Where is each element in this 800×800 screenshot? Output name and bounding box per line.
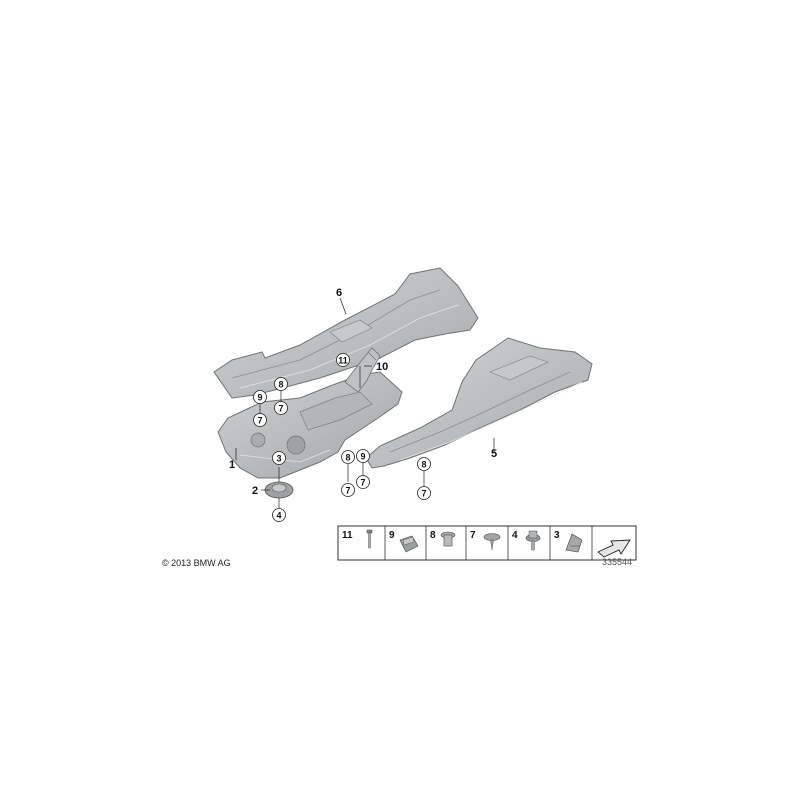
underbody-panel-right [365, 337, 593, 469]
diagram-number: 335544 [602, 557, 633, 567]
spring-nut-icon [565, 533, 583, 553]
bracket-part-10 [344, 347, 381, 393]
hex-screw-icon [525, 530, 541, 551]
callout-7a: 7 [257, 416, 262, 426]
callout-3: 3 [276, 454, 281, 464]
callout-7d: 7 [360, 478, 365, 488]
callout-4: 4 [276, 511, 281, 521]
callout-7c: 7 [345, 486, 350, 496]
fastener-legend: 11 9 8 7 4 3 [337, 525, 637, 561]
callout-10: 10 [376, 361, 388, 373]
rivet-icon [366, 529, 373, 549]
legend-label-4: 4 [512, 530, 518, 541]
leader-lines [235, 297, 495, 508]
callout-11: 11 [338, 356, 348, 366]
callout-7b: 7 [278, 404, 283, 414]
screw-icon [483, 533, 501, 551]
legend-label-7: 7 [470, 530, 476, 541]
callout-8c: 8 [421, 460, 426, 470]
underbody-panel-upper [213, 267, 479, 399]
copyright-text: © 2013 BMW AG [162, 558, 231, 568]
callout-7e: 7 [421, 489, 426, 499]
callout-1: 1 [229, 459, 235, 471]
callout-9a: 9 [257, 393, 262, 403]
callout-6: 6 [336, 287, 342, 299]
callout-5: 5 [491, 448, 497, 460]
legend-label-11: 11 [342, 530, 353, 541]
legend-label-9: 9 [389, 530, 395, 541]
callout-8a: 8 [278, 380, 283, 390]
callout-9b: 9 [360, 452, 365, 462]
callout-8b: 8 [345, 453, 350, 463]
expanding-nut-icon [440, 531, 456, 547]
legend-label-8: 8 [430, 530, 436, 541]
underbody-panel-front [217, 371, 403, 479]
clip-nut-icon [399, 535, 419, 553]
callouts: 6 1 2 5 10 11 9 7 8 7 3 4 8 7 9 7 8 7 [229, 287, 497, 522]
callout-2: 2 [252, 485, 258, 497]
direction-arrow-icon [597, 539, 631, 558]
legend-label-3: 3 [554, 530, 560, 541]
